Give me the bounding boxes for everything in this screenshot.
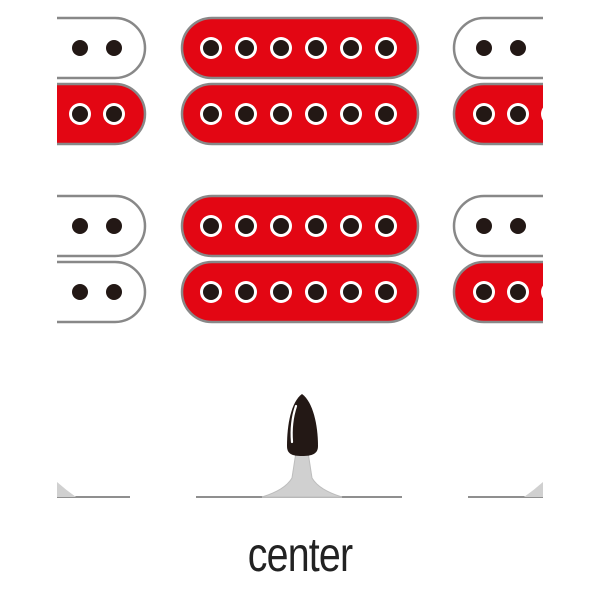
bottom-coil-inactive [57, 260, 147, 324]
coil-body [180, 82, 420, 146]
pole-piece [476, 284, 492, 300]
pole-piece [510, 106, 526, 122]
pole-piece [510, 40, 526, 56]
pole-piece [273, 106, 289, 122]
center-pickup [180, 194, 420, 324]
switch-base-left [57, 482, 76, 497]
pole-piece [273, 218, 289, 234]
pole-piece-ring [541, 285, 543, 299]
pole-piece [106, 218, 122, 234]
pole-piece [343, 218, 359, 234]
pole-piece [72, 40, 88, 56]
pole-piece [238, 218, 254, 234]
bottom-coil-active [452, 82, 560, 146]
bottom-coil-active [180, 260, 420, 324]
pole-piece [72, 284, 88, 300]
pole-piece [308, 218, 324, 234]
coil-body [57, 194, 147, 258]
pole-piece [378, 218, 394, 234]
coil-body [452, 194, 543, 258]
pole-piece [106, 40, 122, 56]
pole-piece [378, 284, 394, 300]
pole-piece [203, 218, 219, 234]
pole-piece [476, 218, 492, 234]
position-label: center [247, 529, 353, 582]
top-coil-inactive [57, 194, 147, 258]
pole-piece [510, 218, 526, 234]
center-pickup [180, 16, 420, 146]
pole-piece-ring [541, 219, 543, 233]
top-coil-inactive [57, 16, 147, 80]
coil-body [452, 260, 543, 324]
pole-piece [273, 284, 289, 300]
pole-piece [203, 284, 219, 300]
pole-piece [72, 218, 88, 234]
pole-piece [106, 106, 122, 122]
pickups-group [57, 16, 560, 324]
pole-piece [308, 284, 324, 300]
pole-piece [544, 106, 560, 122]
selector-switch [57, 394, 543, 498]
coil-body [180, 16, 420, 80]
upper-row [57, 16, 560, 146]
pole-piece [203, 40, 219, 56]
bottom-coil-active [452, 260, 560, 324]
top-coil-active [180, 194, 420, 258]
pole-piece [544, 284, 560, 300]
switch-base-right [524, 482, 543, 497]
pole-piece-ring [541, 41, 543, 55]
pole-piece [273, 40, 289, 56]
pole-piece [476, 40, 492, 56]
pole-piece [510, 284, 526, 300]
pole-piece [544, 218, 560, 234]
pole-piece [308, 40, 324, 56]
coil-body [180, 194, 420, 258]
lower-row [57, 194, 560, 324]
pole-piece [72, 106, 88, 122]
pole-piece [238, 284, 254, 300]
bottom-coil-active [180, 82, 420, 146]
switch-base [261, 451, 343, 498]
pole-piece [203, 106, 219, 122]
pole-piece [106, 284, 122, 300]
switch-lever-highlight [290, 404, 298, 444]
bottom-coil-active [57, 82, 147, 146]
pole-piece [238, 40, 254, 56]
top-coil-active [180, 16, 420, 80]
pole-piece [378, 40, 394, 56]
pole-piece [378, 106, 394, 122]
coil-body [452, 16, 543, 80]
pole-piece [343, 284, 359, 300]
top-coil-inactive [452, 16, 560, 80]
coil-body [180, 260, 420, 324]
coil-body [452, 82, 543, 146]
top-coil-inactive [452, 194, 560, 258]
coil-body [57, 260, 147, 324]
pole-piece [544, 40, 560, 56]
coil-body [57, 82, 147, 146]
pole-piece [476, 106, 492, 122]
left-pickup [57, 16, 147, 146]
left-pickup [57, 194, 147, 324]
coil-body [57, 16, 147, 80]
pole-piece [343, 40, 359, 56]
right-pickup [452, 194, 560, 324]
pole-piece [238, 106, 254, 122]
pole-piece [308, 106, 324, 122]
pole-piece [343, 106, 359, 122]
pole-piece-ring [541, 107, 543, 121]
right-pickup [452, 16, 560, 146]
